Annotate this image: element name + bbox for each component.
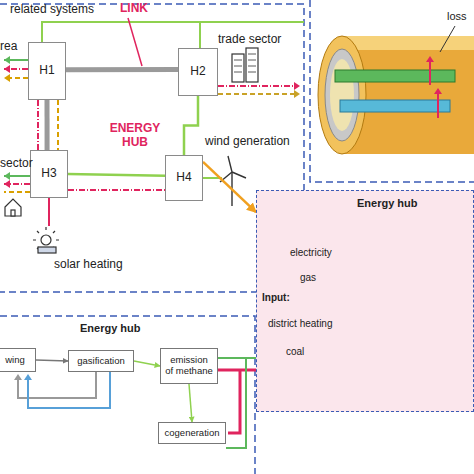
building-icon [234, 54, 256, 72]
text-label: ENERGY HUB [106, 122, 164, 150]
process-line [28, 372, 110, 408]
flow-arrow [4, 65, 10, 73]
hub-box: H4 [165, 155, 203, 201]
hub-box: H1 [28, 42, 66, 100]
panel-border [310, 0, 474, 182]
cable-illustration [440, 26, 455, 52]
text-label: sector [0, 157, 33, 171]
text-label: rea [0, 40, 17, 54]
process-line [218, 357, 256, 359]
flow-arrow [4, 172, 10, 180]
text-label: solar heating [54, 258, 123, 272]
connector [66, 67, 178, 72]
connector [134, 361, 160, 366]
cable-illustration [430, 60, 438, 118]
house-icon [11, 210, 15, 216]
cable-illustration [342, 36, 474, 50]
connector [36, 360, 68, 361]
flow-arrow [218, 93, 298, 95]
process-line [18, 372, 96, 398]
process-line [14, 374, 22, 380]
flow-arrow [294, 90, 300, 98]
text-label: Input: [262, 292, 290, 304]
hub-box: H3 [30, 150, 68, 198]
solar-icon [33, 227, 59, 253]
solar-icon [38, 247, 56, 253]
solar-icon [41, 235, 51, 245]
flow-arrow [4, 191, 30, 193]
process-panel: Energy hub wing gasification emission of me… [0, 318, 254, 474]
box-label: H3 [41, 167, 56, 181]
panel-border [0, 316, 255, 474]
cable-illustration [340, 100, 450, 112]
flow-arrow [4, 172, 165, 192]
energy-line [128, 18, 142, 66]
cable-illustration [426, 56, 442, 94]
text-label: gas [300, 272, 316, 284]
flow-arrow [4, 74, 10, 82]
flow-arrow [218, 82, 300, 98]
text-label: coal [286, 346, 304, 358]
connector [184, 96, 198, 155]
flow-arrow [218, 85, 298, 87]
process-line [14, 358, 256, 448]
box-label: H4 [176, 171, 191, 185]
box-label: emission of methane [165, 355, 213, 377]
process-box: emission of methane [160, 348, 218, 384]
solar-icon [33, 198, 59, 253]
text-label: trade sector [218, 33, 281, 47]
flow-arrow [68, 189, 165, 191]
process-line [218, 369, 256, 372]
text-label: electricity [290, 247, 332, 259]
flow-arrow [294, 82, 300, 90]
text-label: wind generation [205, 135, 290, 149]
building-icon [232, 54, 244, 82]
panel-title: Energy hub [357, 197, 418, 210]
house-icon [5, 199, 21, 216]
panel-title: Energy hub [80, 322, 141, 335]
solar-icon [48, 198, 50, 226]
process-line [228, 370, 240, 433]
building-icon [232, 48, 258, 82]
box-label: H1 [39, 64, 54, 78]
process-box: cogeneration [158, 422, 226, 444]
energy-line [199, 22, 201, 48]
cable-illustration [318, 36, 366, 154]
flow-arrow [4, 180, 10, 188]
process-line [24, 374, 32, 380]
box-label: cogeneration [165, 428, 220, 439]
text-label: loss [447, 10, 467, 23]
flow-arrow [4, 56, 10, 64]
box-label: H2 [190, 65, 205, 79]
house-icon [5, 199, 21, 216]
text-label: related systems [10, 3, 94, 17]
text-label: LINK [120, 2, 148, 16]
process-line [226, 358, 246, 448]
flow-arrow [37, 100, 39, 150]
connector [203, 162, 256, 212]
hub-box: H2 [178, 48, 218, 96]
process-box: gasification [68, 350, 134, 372]
connector [189, 384, 192, 422]
text-label: district heating [268, 318, 332, 330]
box-label: gasification [77, 356, 125, 367]
energy-line [42, 18, 304, 66]
cable-illustration [318, 26, 474, 154]
flow-arrow [57, 100, 59, 150]
cable-illustration [325, 49, 359, 141]
box-label: wing [5, 355, 25, 366]
connector [68, 174, 165, 176]
process-box: wing [0, 348, 36, 372]
wind-turbine-icon [220, 156, 246, 182]
connector [45, 100, 50, 150]
building-icon [246, 48, 258, 82]
cable-illustration [335, 70, 455, 82]
